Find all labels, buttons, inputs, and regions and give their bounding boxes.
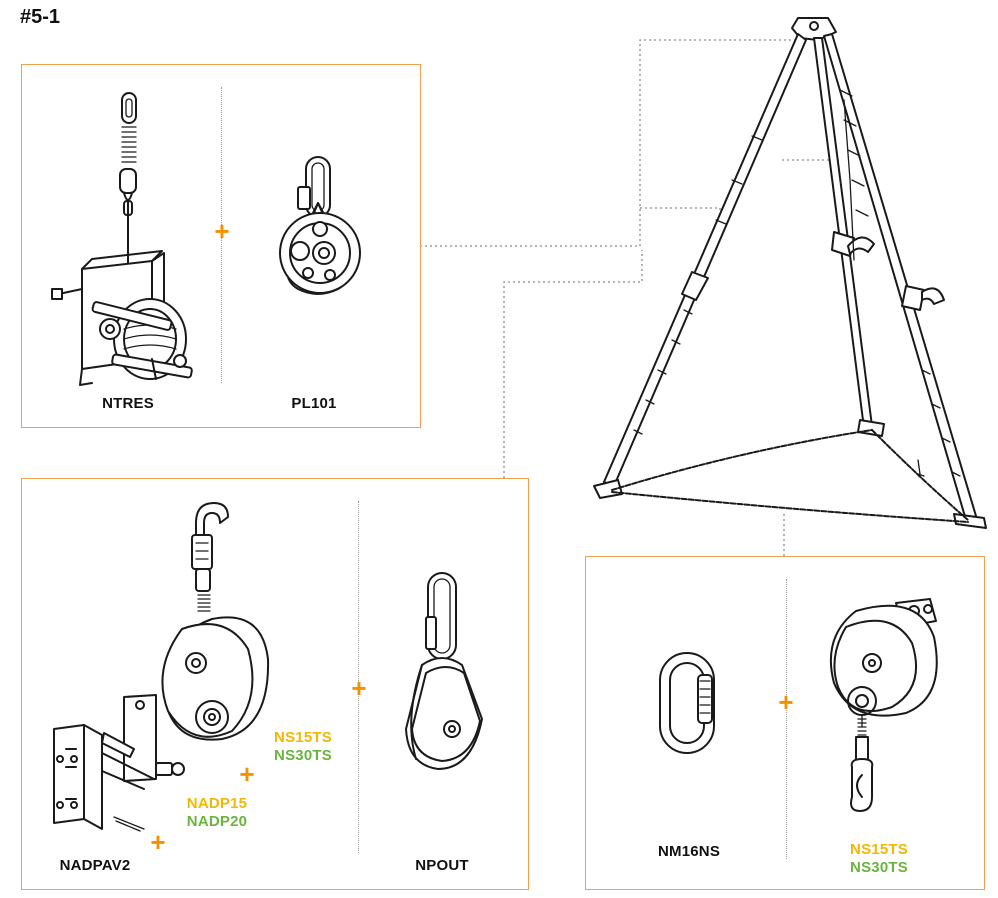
plus-icon: + [239, 759, 255, 789]
pulley-block-icon [405, 572, 483, 770]
device-code-ns30ts: NS30TS [850, 859, 908, 876]
winch-icon [51, 92, 193, 386]
product-label-npout: NPOUT [415, 857, 469, 874]
anchor-bracket-icon [53, 694, 185, 832]
device-code-ns15ts: NS15TS [274, 729, 332, 746]
box-divider [221, 87, 222, 383]
bracket-code-nadp15: NADP15 [186, 795, 248, 812]
plus-icon: + [351, 673, 367, 703]
retractable-lifeline-icon [161, 502, 270, 741]
plus-icon: + [150, 827, 166, 857]
carabiner-icon [659, 652, 715, 754]
pulley-icon [279, 156, 361, 295]
accessory-box-winch-pulley: + NTRES PL101 [21, 64, 421, 428]
figure-number: #5-1 [20, 6, 61, 28]
product-label-ntres: NTRES [102, 395, 154, 412]
device-code-ns15ts: NS15TS [850, 841, 908, 858]
tripod-icon [593, 17, 987, 529]
bracket-code-nadp20: NADP20 [186, 813, 248, 830]
box-divider [358, 501, 359, 853]
accessory-box-anchor-pulley: + + + NS15TS NS30TS NADP15 NADP20 NADPAV… [21, 478, 529, 890]
product-label-nadpav2: NADPAV2 [59, 857, 131, 874]
product-label-pl101: PL101 [291, 395, 337, 412]
retractable-lifeline-icon [829, 598, 938, 812]
accessory-box-carabiner-lifeline: + NM16NS NS15TS NS30TS [585, 556, 985, 890]
box-divider [786, 579, 787, 859]
product-label-nm16ns: NM16NS [657, 843, 721, 860]
plus-icon: + [214, 216, 230, 246]
device-code-ns30ts: NS30TS [274, 747, 332, 764]
plus-icon: + [778, 687, 794, 717]
